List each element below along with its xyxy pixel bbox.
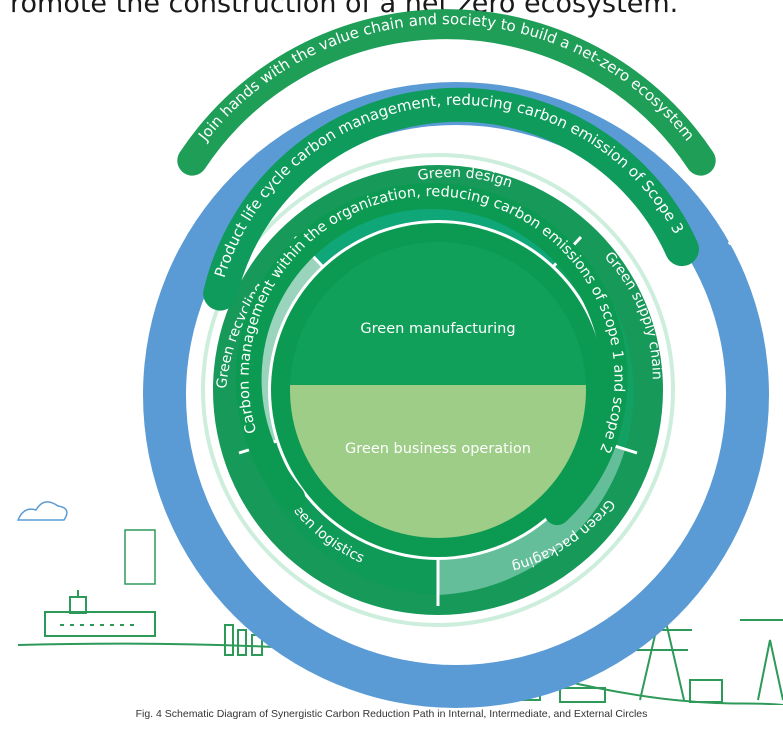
intermediate-banner (203, 87, 699, 311)
cloud-icon (16, 501, 68, 521)
top-banner (177, 9, 716, 176)
intermediate-ring-halo (201, 153, 675, 627)
internal-banner (235, 183, 628, 526)
green-business-operation-label: Green business operation (345, 441, 531, 457)
figure-caption: Fig. 4 Schematic Diagram of Synergistic … (135, 708, 648, 720)
factory-icon (44, 590, 156, 637)
heading-fragment: romote the construction of a net zero ec… (10, 0, 679, 19)
document-icon (124, 529, 156, 585)
green-manufacturing-label: Green manufacturing (360, 321, 515, 337)
